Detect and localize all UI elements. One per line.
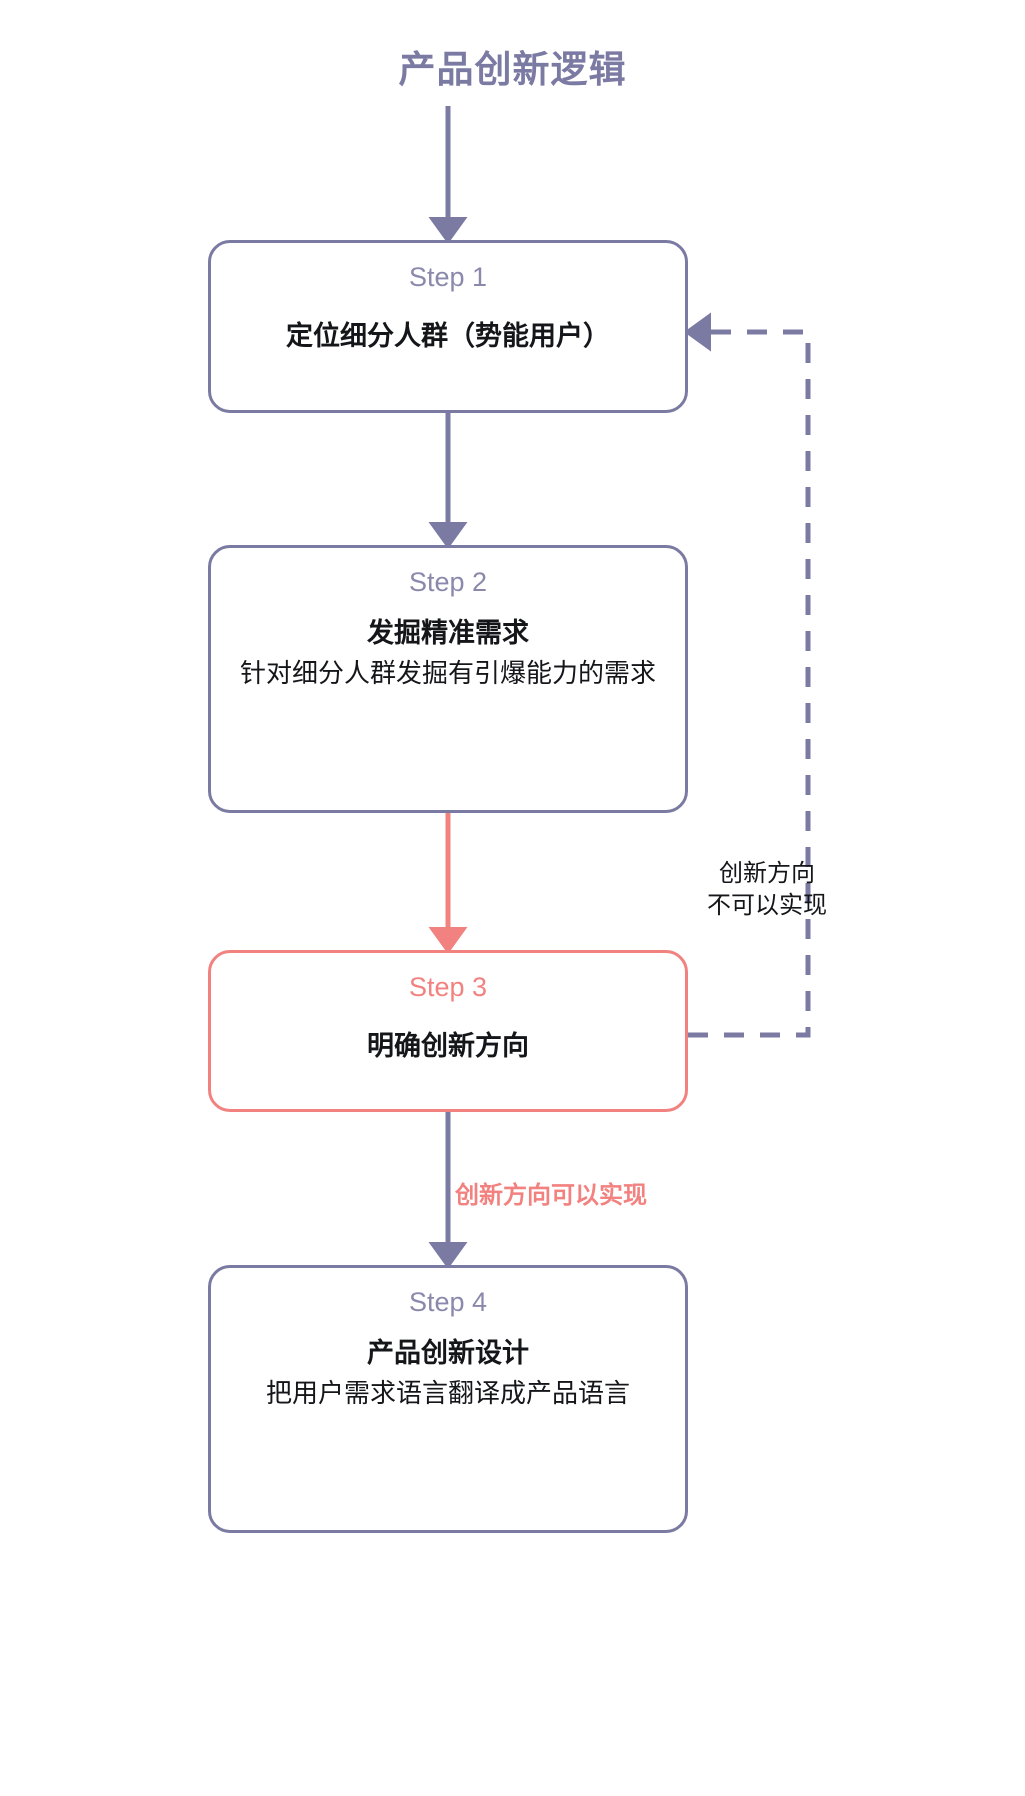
step2-description: 针对细分人群发掘有引爆能力的需求 [239, 658, 656, 688]
edge-label-innovation-feasible: 创新方向可以实现 [455, 1182, 647, 1209]
step2-step-label: Step 2 [408, 567, 488, 597]
step3-title: 明确创新方向 [367, 1030, 529, 1061]
edge-label-fail-line2: 不可以实现 [707, 892, 827, 920]
flow-node-step3[interactable]: Step 3 明确创新方向 [208, 950, 688, 1112]
step1-step-label: Step 1 [408, 262, 488, 292]
step4-step-label: Step 4 [408, 1287, 488, 1317]
flow-node-step2[interactable]: Step 2 发掘精准需求 针对细分人群发掘有引爆能力的需求 [208, 545, 688, 813]
step4-description: 把用户需求语言翻译成产品语言 [265, 1378, 630, 1408]
flow-node-step1[interactable]: Step 1 定位细分人群（势能用户） [208, 240, 688, 413]
edge-label-innovation-not-feasible: 创新方向 不可以实现 [707, 858, 827, 923]
edge-step3-to-step1-feedback [684, 312, 811, 1038]
step4-title: 产品创新设计 [367, 1337, 529, 1368]
step2-title: 发掘精准需求 [367, 617, 529, 648]
flow-node-step4[interactable]: Step 4 产品创新设计 把用户需求语言翻译成产品语言 [208, 1265, 688, 1533]
step1-title: 定位细分人群（势能用户） [286, 320, 610, 351]
edge-label-fail-line1: 创新方向 [719, 860, 815, 887]
page-title: 产品创新逻辑 [398, 49, 627, 90]
step3-step-label: Step 3 [408, 972, 488, 1002]
